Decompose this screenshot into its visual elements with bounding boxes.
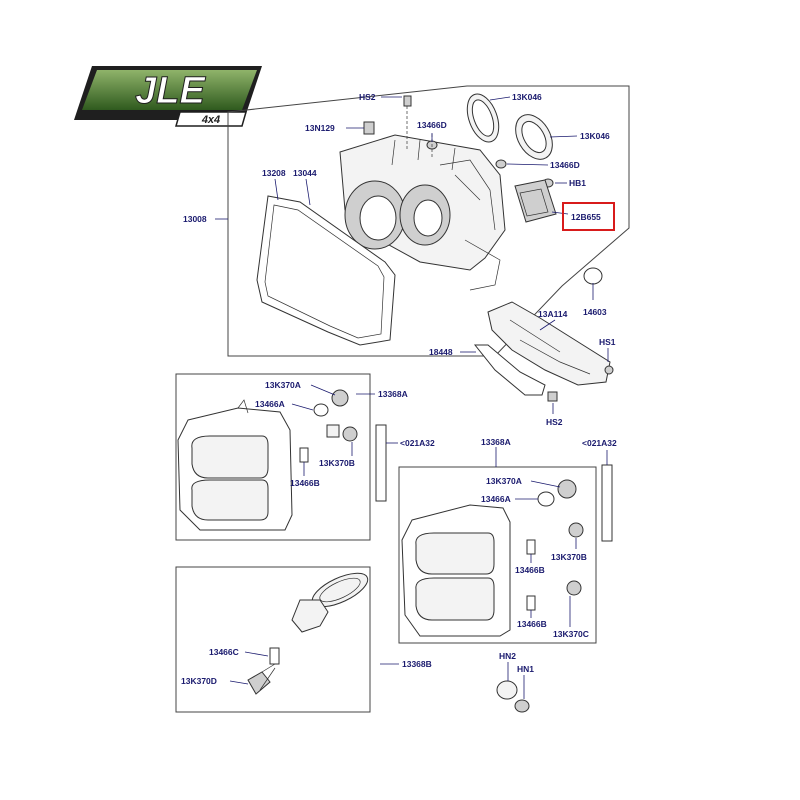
rear-lamp-left-frame bbox=[175, 373, 371, 541]
callout-13k370b-right: 13K370B bbox=[551, 552, 587, 562]
ballast-12b655 bbox=[514, 179, 557, 223]
callout-021a32-right: <021A32 bbox=[582, 438, 617, 448]
headlamp-assembly bbox=[256, 93, 614, 402]
callout-12b655: 12B655 bbox=[571, 212, 601, 222]
callout-13466b-right-b: 13466B bbox=[517, 619, 547, 629]
side-repeater-assembly bbox=[247, 572, 369, 695]
callout-13368a-left: 13368A bbox=[378, 389, 408, 399]
cover-13k046-b-inner bbox=[521, 120, 547, 154]
callout-13466b-right-a: 13466B bbox=[515, 565, 545, 575]
ballast-12b655-detail bbox=[519, 188, 549, 217]
callout-18448: 18448 bbox=[429, 347, 453, 357]
callout-13466b-left: 13466B bbox=[290, 478, 320, 488]
light-tube-021a32-right bbox=[601, 464, 613, 542]
bulb-holder-13k370d-detail bbox=[259, 663, 276, 691]
callout-hs2-bottom: HS2 bbox=[546, 417, 563, 427]
side-repeater-frame bbox=[175, 566, 371, 713]
bulb-13466a-right bbox=[537, 491, 555, 507]
bracket-13n129 bbox=[363, 121, 375, 135]
callout-13k370c: 13K370C bbox=[553, 629, 589, 639]
callout-hn1: HN1 bbox=[517, 664, 534, 674]
headlamp-lens-inner bbox=[264, 204, 385, 339]
callout-13n129: 13N129 bbox=[305, 123, 335, 133]
headlamp-group-frame bbox=[227, 85, 630, 357]
rear-lamp-right-lower-lens bbox=[415, 577, 495, 621]
trim-18448 bbox=[473, 344, 546, 396]
logo-text: JLE bbox=[135, 70, 206, 112]
hs2-screw-top bbox=[403, 95, 412, 107]
callout-13k046-b: 13K046 bbox=[580, 131, 610, 141]
callout-labels: HS2 13N129 13466D 13K046 13K046 13466D H… bbox=[181, 92, 617, 686]
bulb-13466b-left bbox=[299, 447, 309, 463]
callout-13368a-right: 13368A bbox=[481, 437, 511, 447]
grommet-hn2 bbox=[496, 680, 518, 700]
callout-13466d-mid: 13466D bbox=[550, 160, 580, 170]
bulb-holder-13k370a-right bbox=[557, 479, 577, 499]
rear-lamp-left bbox=[177, 389, 358, 531]
bulb-holder-left-mount bbox=[326, 424, 340, 438]
bulb-13466c bbox=[269, 647, 280, 665]
callout-13208: 13208 bbox=[262, 168, 286, 178]
bulb-holder-13k370b-right bbox=[568, 522, 584, 538]
rear-lamp-left-tab bbox=[237, 399, 249, 414]
screw-hs1 bbox=[604, 365, 614, 375]
callout-13a114: 13A114 bbox=[538, 309, 568, 319]
side-repeater-housing bbox=[291, 599, 329, 633]
callout-13368b: 13368B bbox=[402, 659, 432, 669]
callout-13466c: 13466C bbox=[209, 647, 239, 657]
rear-lamp-left-upper-lens bbox=[191, 435, 269, 479]
callout-13k370b-left: 13K370B bbox=[319, 458, 355, 468]
bulb-holder-13k370a-left bbox=[331, 389, 349, 407]
jle-4x4-logo: JLE 4x4 bbox=[74, 66, 262, 127]
side-repeater-lens-grid bbox=[319, 577, 361, 603]
callout-13044: 13044 bbox=[293, 168, 317, 178]
rear-lamp-right bbox=[401, 479, 584, 637]
bracket-13a114-detail bbox=[509, 319, 591, 375]
callout-13k370d: 13K370D bbox=[181, 676, 217, 686]
headlamp-reflector-right-inner bbox=[413, 199, 443, 237]
callout-14603: 14603 bbox=[583, 307, 607, 317]
bulb-holder-13k370b-left bbox=[342, 426, 358, 442]
callout-hn2: HN2 bbox=[499, 651, 516, 661]
bulb-13466d-mid bbox=[495, 159, 507, 169]
housing-rib-lines bbox=[391, 139, 456, 171]
cover-13k046-a-inner bbox=[471, 99, 495, 137]
grommet-hn1 bbox=[514, 699, 530, 713]
callout-13466a-left: 13466A bbox=[255, 399, 285, 409]
screw-hs2-bottom bbox=[547, 391, 558, 402]
callout-13k046-a: 13K046 bbox=[512, 92, 542, 102]
callout-hs1: HS1 bbox=[599, 337, 616, 347]
logo-green-panel bbox=[82, 70, 257, 110]
grommets bbox=[496, 680, 530, 713]
leader-lines bbox=[215, 96, 609, 699]
bulb-13466b-right-b bbox=[526, 595, 536, 611]
housing-detail-lines bbox=[439, 159, 501, 291]
light-tube-021a32-mid bbox=[375, 424, 387, 502]
callout-13466d-top: 13466D bbox=[417, 120, 447, 130]
rear-lamp-left-lower-lens bbox=[191, 479, 269, 521]
callout-13k370a-right: 13K370A bbox=[486, 476, 522, 486]
callout-13k370a-left: 13K370A bbox=[265, 380, 301, 390]
callout-hb1: HB1 bbox=[569, 178, 586, 188]
headlamp-reflector-inner bbox=[359, 195, 397, 241]
bulb-holder-13k370d bbox=[247, 671, 271, 695]
bulb-13466a-left bbox=[313, 403, 329, 417]
rear-lamp-right-upper-lens bbox=[415, 532, 495, 575]
callout-hs2-top: HS2 bbox=[359, 92, 376, 102]
bulb-holder-13k370c bbox=[566, 580, 582, 596]
callout-13466a-right: 13466A bbox=[481, 494, 511, 504]
callout-13008: 13008 bbox=[183, 214, 207, 224]
rear-lamp-right-frame bbox=[398, 466, 597, 644]
bulb-13466b-right-a bbox=[526, 539, 536, 555]
callout-021a32-mid: <021A32 bbox=[400, 438, 435, 448]
bracket-13a114 bbox=[487, 301, 611, 386]
gasket-14603 bbox=[583, 267, 603, 285]
highlight-box-12b655 bbox=[562, 202, 615, 231]
logo-sub-text: 4x4 bbox=[201, 114, 220, 126]
